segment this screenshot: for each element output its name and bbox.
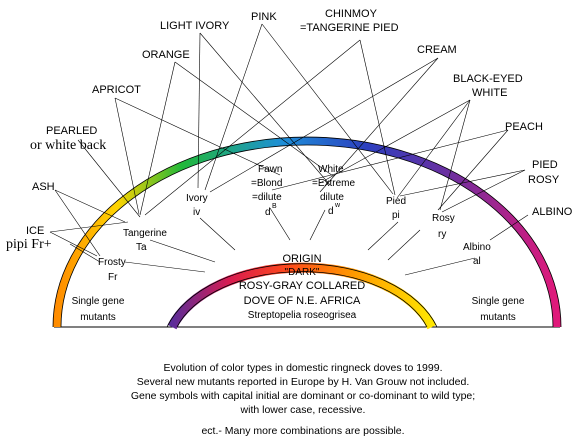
label-peach: PEACH	[505, 121, 543, 133]
label-blond: =Blond	[251, 178, 282, 189]
label-ash: ASH	[32, 181, 55, 193]
origin-block: ORIGIN "DARK" ROSY-GRAY COLLARED DOVE OF…	[239, 253, 365, 321]
label-pink: PINK	[251, 11, 277, 23]
symbol-pied: pi	[392, 210, 400, 221]
outer-arc-outline-outer	[52, 136, 562, 328]
label-rosy-inner: Rosy	[432, 213, 455, 224]
origin-title: ORIGIN	[282, 253, 321, 265]
inner-arc-outline-inner	[176, 271, 428, 328]
caption-line-3: Gene symbols with capital initial are do…	[131, 390, 475, 402]
label-cream: CREAM	[417, 44, 457, 56]
symbol-fawn: d	[265, 207, 271, 218]
caption: Evolution of color types in domestic rin…	[131, 362, 475, 437]
label-pipi: pipi Fr+	[6, 237, 52, 252]
label-pearled: PEARLED	[46, 125, 97, 137]
inner-labels: Fawn =Blond =dilute d B White =Extreme d…	[98, 164, 491, 283]
label-apricot: APRICOT	[92, 84, 141, 96]
left-mutants: mutants	[80, 312, 116, 323]
label-albino-inner: Albino	[463, 242, 491, 253]
label-albino: ALBINO	[532, 206, 573, 218]
symbol-white: d	[328, 206, 334, 217]
inner-arc-outline-outer	[166, 263, 438, 328]
label-tangerine-pied: =TANGERINE PIED	[300, 22, 399, 34]
right-mutants: mutants	[480, 312, 516, 323]
caption-line-1: Evolution of color types in domestic rin…	[164, 362, 443, 374]
symbol-frosty: Fr	[108, 272, 118, 283]
label-black-eyed: BLACK-EYED	[453, 73, 523, 85]
origin-collared: ROSY-GRAY COLLARED	[239, 280, 365, 292]
symbol-tangerine: Ta	[136, 242, 147, 253]
label-dilute: =dilute	[252, 192, 282, 203]
label-rosy: ROSY	[528, 174, 560, 186]
label-extreme: =Extreme	[312, 178, 356, 189]
label-pied: PIED	[532, 159, 558, 171]
label-frosty: Frosty	[98, 257, 126, 268]
label-white-back: or white back	[30, 138, 106, 153]
symbol-white-sup: w	[334, 202, 341, 209]
label-chinmoy: CHINMOY	[325, 8, 378, 20]
label-fawn: Fawn	[258, 164, 282, 175]
origin-species: Streptopelia roseogrisea	[248, 310, 357, 321]
caption-line-5: ect.- Many more combinations are possibl…	[201, 425, 404, 437]
label-light-ivory: LIGHT IVORY	[160, 20, 230, 32]
caption-line-4: with lower case, recessive.	[240, 404, 366, 416]
symbol-albino: al	[473, 256, 481, 267]
label-white-dilute: dilute	[320, 192, 344, 203]
origin-dark: "DARK"	[285, 267, 320, 278]
origin-dove: DOVE OF N.E. AFRICA	[244, 295, 361, 307]
symbol-ivory: iv	[193, 207, 200, 218]
outer-labels: LIGHT IVORY PINK CHINMOY =TANGERINE PIED…	[6, 8, 573, 252]
connector-lines	[49, 23, 529, 276]
symbol-rosy: ry	[438, 229, 446, 240]
label-orange: ORANGE	[142, 49, 190, 61]
outer-arc	[53, 137, 561, 328]
side-labels: Single gene mutants Single gene mutants	[72, 296, 525, 323]
label-black-eyed-white: WHITE	[472, 87, 507, 99]
label-ice: ICE	[26, 225, 44, 237]
symbol-fawn-sup: B	[272, 203, 277, 210]
label-white: White	[318, 164, 344, 175]
right-single-gene: Single gene	[472, 296, 525, 307]
label-ivory: Ivory	[186, 193, 208, 204]
caption-line-2: Several new mutants reported in Europe b…	[137, 376, 470, 388]
label-tangerine: Tangerine	[123, 228, 167, 239]
label-pied-inner: Pied	[386, 196, 406, 207]
left-single-gene: Single gene	[72, 296, 125, 307]
inner-arc	[167, 262, 437, 330]
